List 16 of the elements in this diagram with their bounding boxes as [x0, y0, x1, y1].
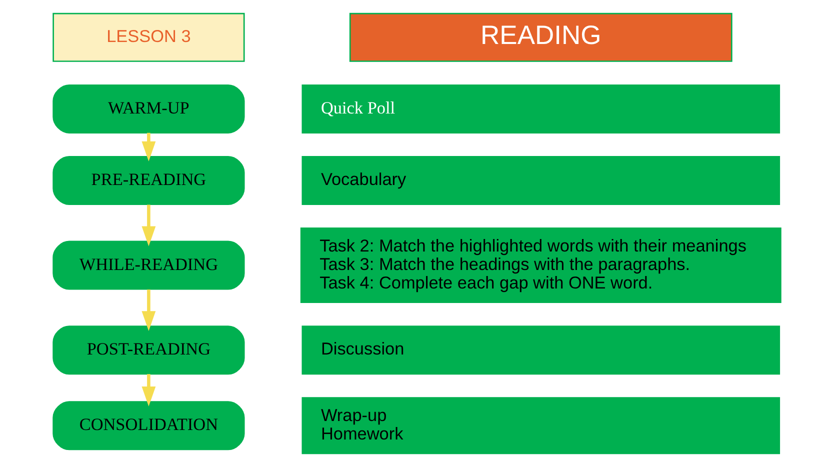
- node-box: CONSOLIDATION: [52, 401, 245, 450]
- arrow: [142, 290, 156, 332]
- arrow: [142, 204, 156, 246]
- node-box: Quick Poll: [302, 84, 780, 134]
- node-box: PRE-READING: [52, 156, 245, 206]
- node-box: Wrap-up Homework: [302, 397, 780, 454]
- node-box: WHILE-READING: [52, 240, 245, 290]
- arrow: [142, 132, 156, 162]
- node-box: POST-READING: [52, 326, 245, 375]
- node-box: Vocabulary: [302, 156, 780, 206]
- node-box: Discussion: [302, 326, 780, 375]
- node-box: WARM-UP: [52, 84, 245, 134]
- node-box: LESSON 3: [52, 12, 245, 62]
- node-box: Task 2: Match the highlighted words with their meanings Task 3: Match the headings with the paragraphs. Task 4: Complete each gap with ONE word.: [300, 228, 782, 304]
- node-box: READING: [349, 12, 732, 62]
- arrow: [142, 374, 156, 406]
